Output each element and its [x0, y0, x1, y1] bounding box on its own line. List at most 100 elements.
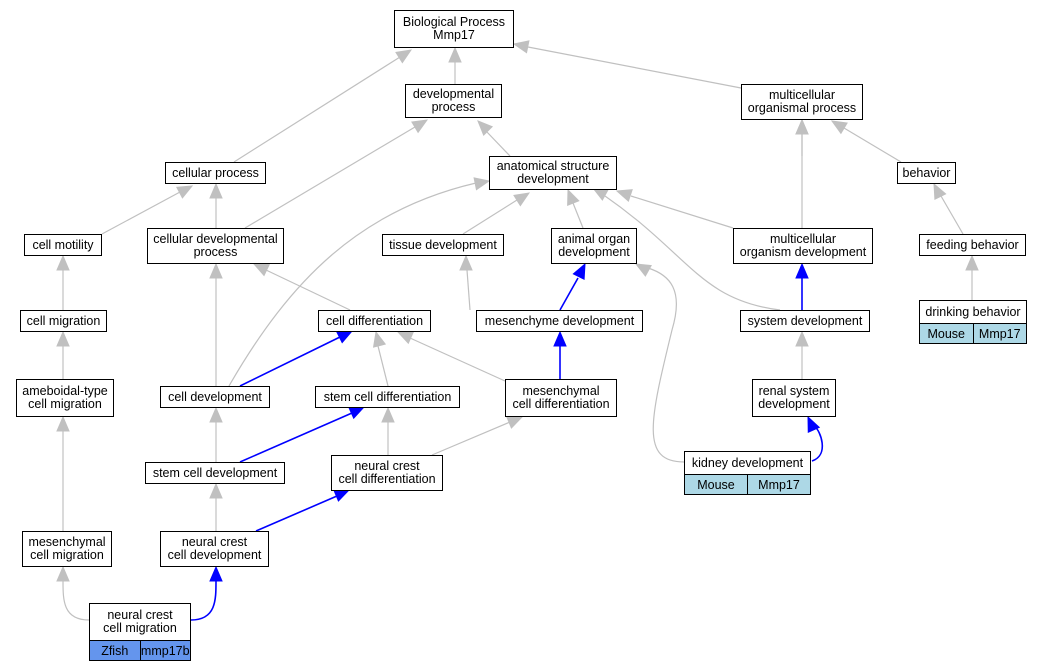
node-label-line: renal system	[758, 384, 830, 398]
is-a-edge	[795, 118, 809, 228]
edge-line	[431, 421, 511, 456]
arrowhead	[209, 565, 223, 582]
edge-line	[462, 199, 518, 235]
node-celld[interactable]: cell development	[160, 386, 270, 408]
node-label-line: behavior	[902, 165, 951, 180]
arrowhead	[506, 416, 524, 429]
node-mot[interactable]: cell motility	[24, 234, 102, 256]
highlighted-edge	[190, 565, 223, 621]
node-label-line: multicellular	[769, 88, 835, 102]
node-sysd[interactable]: system development	[740, 310, 870, 332]
edge-line	[190, 580, 217, 621]
node-label-line: cell migration	[30, 548, 104, 562]
node-label: cell motility	[25, 235, 101, 255]
node-label: tissue development	[383, 235, 503, 255]
arrowhead	[56, 254, 70, 271]
node-feed[interactable]: feeding behavior	[919, 234, 1026, 256]
arrowhead	[176, 185, 194, 199]
annotation-gene: mmp17b	[139, 641, 190, 660]
arrowhead	[830, 120, 848, 135]
arrowhead	[209, 182, 223, 199]
arrowhead	[333, 489, 351, 502]
node-label-line: cell differentiation	[512, 397, 610, 411]
node-label-line: anatomical structure	[496, 159, 610, 173]
node-tis[interactable]: tissue development	[382, 234, 504, 256]
node-cp[interactable]: cellular process	[165, 162, 266, 184]
highlighted-edge	[807, 415, 823, 462]
arrowhead	[965, 254, 979, 271]
edge-line	[409, 337, 506, 382]
edge-line	[485, 130, 511, 157]
node-label: system development	[741, 311, 869, 331]
node-label: cell development	[161, 387, 269, 407]
arrowhead	[567, 188, 580, 206]
node-label-line: stem cell development	[152, 465, 278, 480]
node-label-line: cell migration	[103, 621, 177, 635]
is-a-edge	[381, 406, 395, 455]
node-scdiff[interactable]: stem cell differentiation	[315, 386, 460, 408]
highlighted-edge	[559, 262, 586, 311]
edge-line	[62, 580, 90, 621]
node-label-line: stem cell differentiation	[323, 389, 452, 404]
edge-line	[527, 46, 742, 89]
node-mesd[interactable]: mesenchyme development	[476, 310, 643, 332]
node-label-line: cellular process	[172, 165, 259, 180]
node-label-line: animal organ	[557, 232, 631, 246]
is-a-edge	[56, 254, 70, 310]
node-label-line: development	[558, 245, 630, 259]
node-label-line: neural crest	[354, 459, 420, 473]
node-scdev[interactable]: stem cell development	[145, 462, 285, 484]
arrowhead	[448, 46, 462, 63]
node-label-line: neural crest	[107, 608, 173, 622]
node-label: stem cell development	[146, 463, 284, 483]
annotation-species: Mouse	[920, 324, 973, 343]
arrowhead	[795, 330, 809, 347]
node-label: kidney development	[685, 452, 810, 474]
arrowhead	[56, 565, 70, 582]
arrowhead	[372, 330, 387, 348]
arrowhead	[396, 331, 414, 345]
edge-line	[255, 495, 338, 532]
is-a-edge	[448, 46, 462, 84]
arrowhead	[56, 415, 70, 432]
node-label-line: feeding behavior	[926, 237, 1019, 252]
highlighted-edge	[239, 406, 366, 463]
is-a-edge	[830, 120, 902, 163]
node-cdiff[interactable]: cell differentiation	[318, 310, 431, 332]
is-a-edge	[209, 182, 223, 228]
node-label-line: ameboidal-type	[22, 384, 108, 398]
node-label-line: cell migration	[28, 397, 102, 411]
edge-line	[265, 269, 351, 311]
edge-line	[228, 182, 477, 387]
annotation-gene: Mmp17	[972, 324, 1026, 343]
edge-line	[604, 195, 781, 311]
annotation-species: Zfish	[90, 641, 140, 660]
node-mig[interactable]: cell migration	[20, 310, 107, 332]
node-beh[interactable]: behavior	[897, 162, 956, 184]
edge-line	[843, 127, 902, 163]
